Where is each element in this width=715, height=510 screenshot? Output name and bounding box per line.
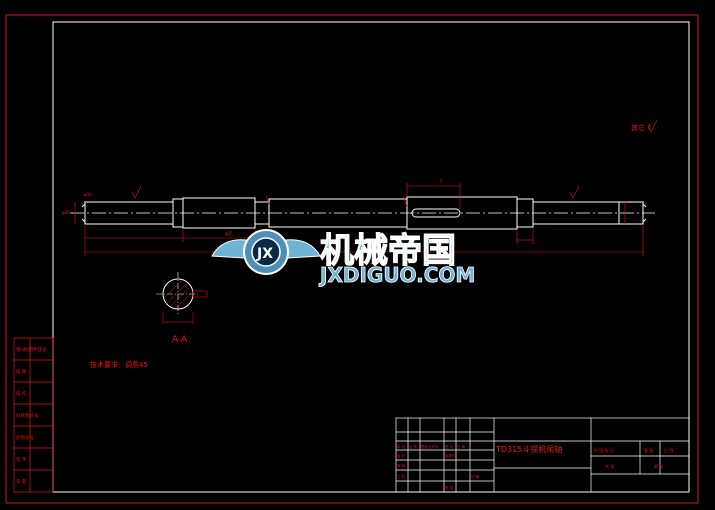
watermark-logo-icon: JX — [211, 229, 321, 275]
binding-label: 底图总号 — [16, 434, 34, 441]
tb-cell: 日 期 — [471, 474, 480, 479]
watermark-logo-text: JX — [256, 246, 273, 262]
shaft-dimensions — [74, 183, 644, 256]
tb-cell: 标准化 — [445, 453, 456, 458]
svg-text:φ35: φ35 — [225, 231, 233, 236]
roughness-note: 其它 ∜ — [631, 123, 652, 132]
binding-label: 旧底图总号 — [16, 412, 39, 419]
tb-cell: 更改文件号 — [421, 444, 439, 449]
dimension-text: φ30 φ35 5 φ30 1600 — [62, 179, 443, 250]
tb-cell: 审 核 — [397, 463, 406, 468]
part-name: TD315斗提机尾轴 — [495, 444, 562, 454]
tb-cell: 比 例 — [664, 447, 673, 453]
technical-requirement: 技术要求：调质45 — [90, 360, 148, 369]
tb-cell: 日 期 — [457, 444, 466, 449]
binding-label: 日 期 — [16, 479, 27, 485]
binding-label: 借(通)用件登记 — [16, 346, 47, 353]
svg-text:φ30: φ30 — [62, 210, 70, 215]
title-block-right-labels: 阶 段 标 记 重 量 比 例 共 张 第 张 — [594, 447, 673, 469]
tb-cell: 阶 段 标 记 — [594, 447, 614, 453]
section-a-a: A-A — [156, 272, 208, 345]
tb-cell: 工 艺 — [397, 474, 406, 479]
watermark-name: 机械帝国 — [320, 231, 456, 271]
tb-cell: 标 记 — [397, 444, 406, 449]
title-block-left-labels: 标 记 处 数 更改文件号 签 字 日 期 设 计 标准化 审 核 工 艺 日 … — [397, 444, 480, 490]
section-label: A-A — [172, 335, 188, 345]
roughness-symbols — [131, 119, 658, 199]
svg-text:1600: 1600 — [360, 245, 371, 250]
binding-label: 签 字 — [16, 456, 27, 463]
drawing-frame — [52, 21, 690, 493]
svg-text:φ30: φ30 — [84, 192, 92, 197]
svg-text:5: 5 — [440, 179, 443, 184]
left-binding-column — [13, 337, 54, 493]
binding-label: 描 图 — [16, 368, 27, 375]
binding-label: 描 校 — [16, 390, 27, 397]
left-binding-labels: 借(通)用件登记 描 图 描 校 旧底图总号 底图总号 签 字 日 期 — [16, 346, 47, 485]
tb-cell: 批 准 — [445, 485, 454, 490]
watermark: JX 机械帝国 JXDIGUO.COM — [211, 229, 476, 287]
title-block — [395, 417, 690, 493]
watermark-site: JXDIGUO.COM — [318, 263, 475, 287]
tb-cell: 设 计 — [397, 453, 406, 458]
tb-cell: 处 数 — [409, 444, 418, 449]
tb-cell: 第 张 — [654, 463, 663, 469]
tb-cell: 重 量 — [644, 447, 653, 453]
sheet-border — [5, 14, 699, 504]
tb-cell: 共 张 — [605, 463, 614, 469]
tb-cell: 签 字 — [445, 444, 454, 449]
